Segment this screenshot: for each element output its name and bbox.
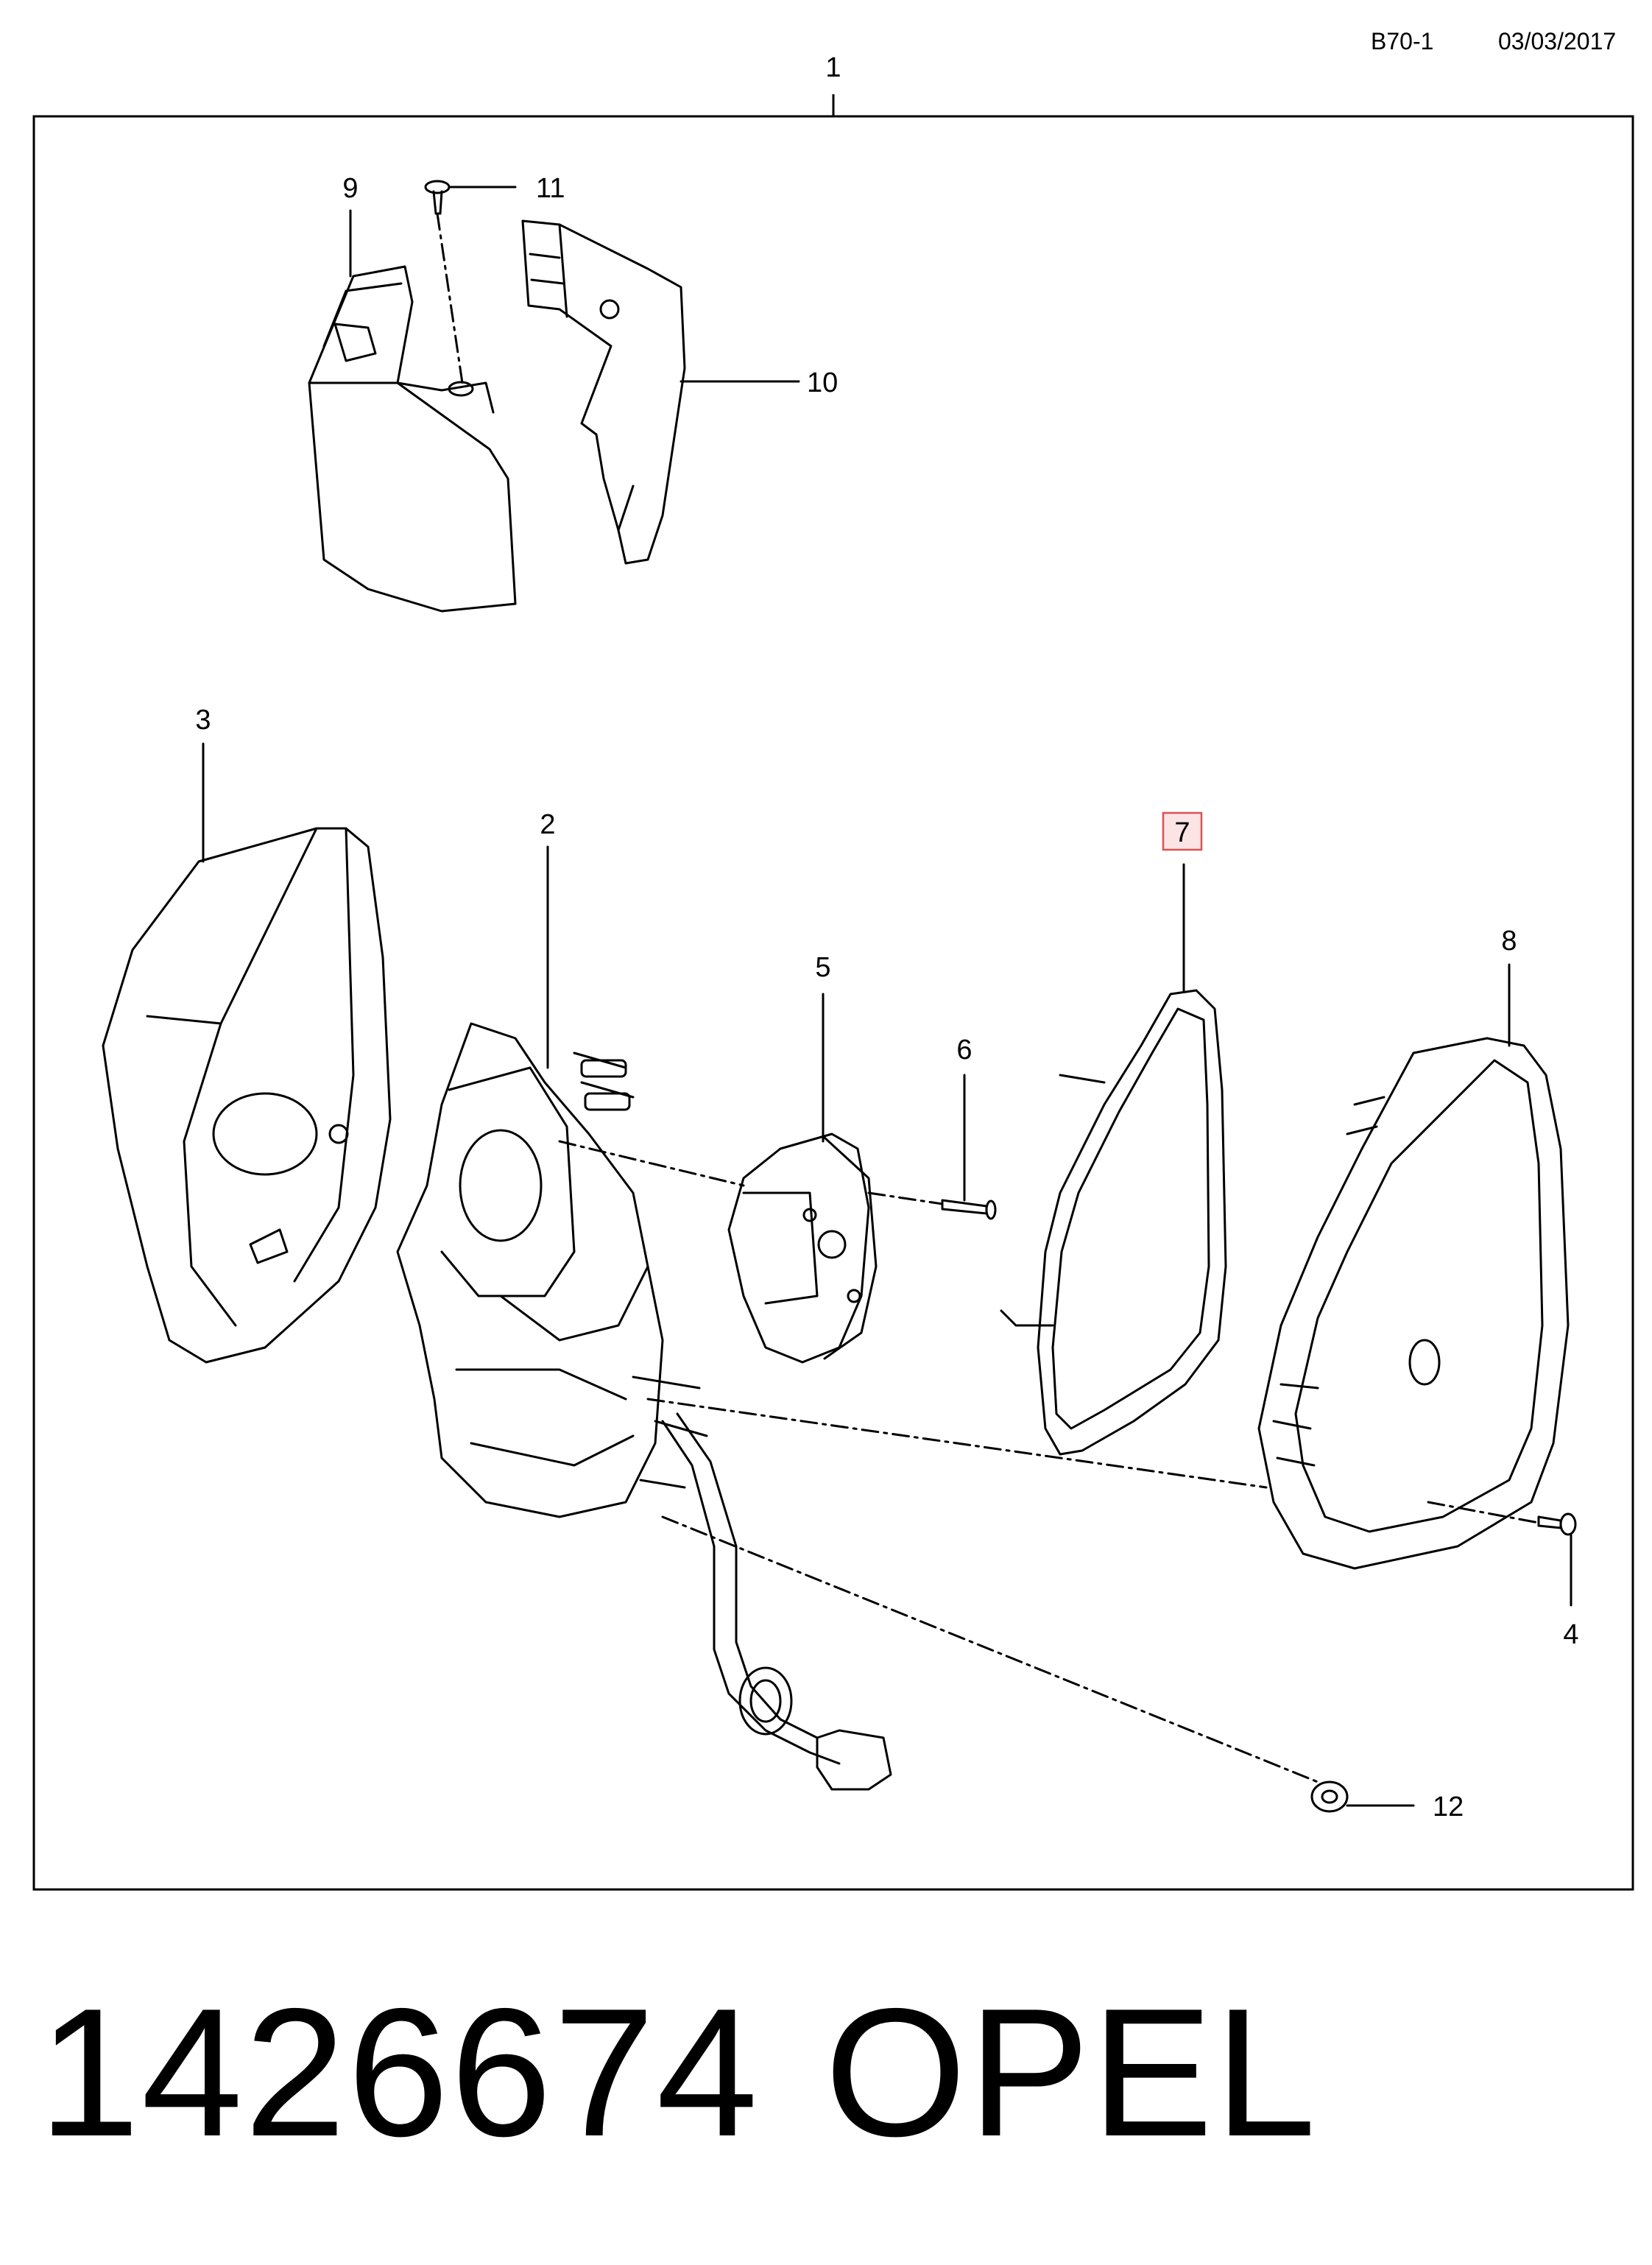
callout-label-10: 10 [807, 367, 838, 398]
callout-label-8: 8 [1501, 926, 1517, 957]
diagram-date: 03/03/2017 [1498, 28, 1617, 54]
screw-part-6 [941, 1199, 997, 1220]
mirror-housing-part-3 [102, 827, 392, 1364]
actuator-motor-part-5 [727, 1132, 878, 1364]
part-number: 1426674 [38, 1970, 760, 2174]
screw-part-11 [424, 180, 451, 215]
callout-label-11: 11 [536, 173, 565, 204]
mirror-actuator-assembly-part-2 [396, 1022, 892, 1791]
screw-part-4 [1537, 1512, 1577, 1536]
axis-line-5-6 [867, 1191, 944, 1205]
callout-label-3: 3 [195, 705, 211, 736]
brand-name: OPEL [825, 1970, 1318, 2174]
callout-label-5: 5 [815, 952, 830, 983]
nut-part-12 [1310, 1780, 1349, 1813]
cover-cap-part-10 [521, 219, 686, 565]
mirror-backing-plate-part-8 [1257, 1037, 1570, 1570]
diagram-code: B70-1 [1371, 28, 1434, 54]
mirror-glass-part-7 [1000, 989, 1227, 1456]
callout-highlight-7 [1162, 811, 1203, 851]
callout-label-6: 6 [956, 1035, 972, 1065]
axis-line-2-5 [558, 1140, 745, 1187]
axis-line-2-8 [646, 1398, 1268, 1489]
screw-axis-11 [436, 212, 464, 384]
axis-line-8-4 [1427, 1501, 1540, 1524]
cover-cap-part-9 [308, 265, 517, 613]
callout-label-2: 2 [540, 809, 555, 840]
callout-label-4: 4 [1563, 1619, 1578, 1650]
callout-label-12: 12 [1433, 1792, 1464, 1822]
callout-label-9: 9 [342, 173, 358, 204]
axis-line-2-12 [661, 1515, 1319, 1783]
callout-label-1: 1 [825, 52, 841, 83]
callout-label-7: 7 [1174, 817, 1190, 848]
